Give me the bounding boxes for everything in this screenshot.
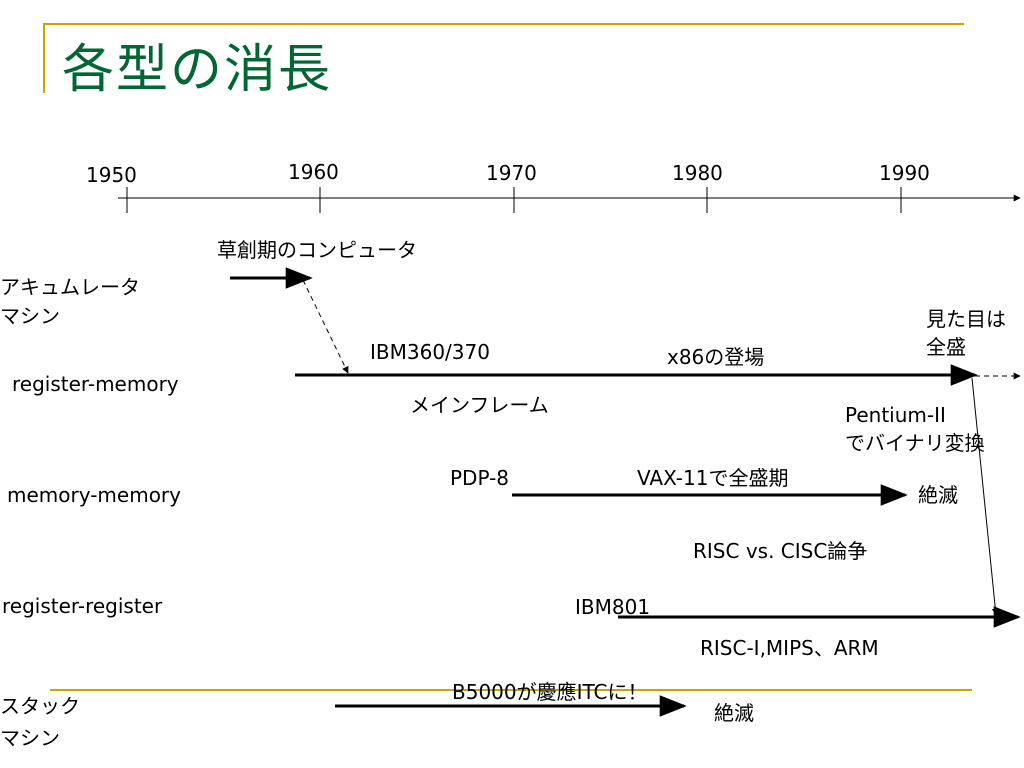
row-label-register-memory: register-memory — [12, 372, 179, 396]
row-label-memory-memory: memory-memory — [7, 483, 181, 507]
row-label-accumulator: アキュムレータ マシン — [0, 275, 140, 328]
year-label-1950: 1950 — [86, 163, 137, 187]
year-label-1960: 1960 — [288, 160, 339, 184]
annotation-extinct-stack: 絶滅 — [714, 701, 754, 725]
year-label-1990: 1990 — [879, 161, 930, 185]
annotation-risc-list: RISC-I,MIPS、ARM — [700, 636, 879, 660]
annotation-extinct-memory-memory: 絶滅 — [918, 483, 958, 507]
annotation-pentium: Pentium-II でバイナリ変換 — [845, 403, 985, 455]
annotation-early-computers: 草創期のコンピュータ — [217, 238, 417, 262]
year-label-1980: 1980 — [672, 161, 723, 185]
annotation-ibm801: IBM801 — [575, 595, 651, 619]
annotation-mainframe: メインフレーム — [410, 393, 549, 417]
page-title: 各型の消長 — [62, 40, 333, 100]
annotation-ibm360: IBM360/370 — [370, 340, 490, 364]
year-label-1970: 1970 — [486, 161, 537, 185]
row-label-stack: スタック マシン — [0, 694, 80, 750]
transition-dashed-arrow — [302, 279, 349, 374]
annotation-risc-cisc: RISC vs. CISC論争 — [693, 539, 868, 563]
annotation-pdp8: PDP-8 — [450, 466, 510, 490]
annotation-vax: VAX-11で全盛期 — [637, 466, 789, 490]
row-label-register-register: register-register — [2, 594, 163, 618]
annotation-looks-peak: 見た目は 全盛 — [926, 307, 1006, 359]
accent-line-top — [44, 23, 964, 25]
annotation-b5000: B5000が慶應ITCに！ — [452, 680, 648, 704]
binary-translation-arrow — [971, 377, 999, 616]
accent-line-bottom — [50, 689, 972, 691]
annotation-x86: x86の登場 — [667, 345, 765, 369]
accent-line-left — [43, 23, 45, 93]
